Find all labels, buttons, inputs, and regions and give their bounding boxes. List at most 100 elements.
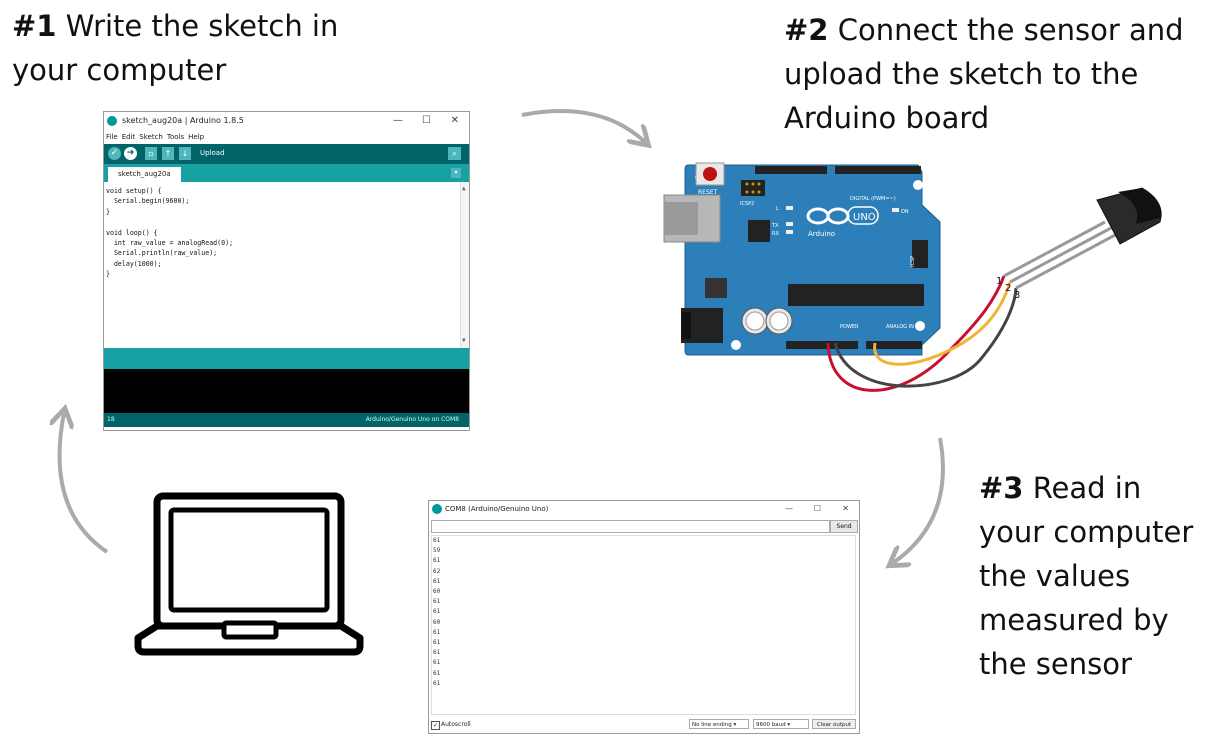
code-editor[interactable]: void setup() { Serial.begin(9600); } voi…	[104, 182, 469, 348]
serial-title-bar: COM8 (Arduino/Genuino Uno) — ☐ ✕	[429, 501, 859, 517]
clear-output-button[interactable]: Clear output	[812, 719, 856, 729]
arduino-logo-icon	[432, 504, 442, 514]
minimize-icon[interactable]: —	[785, 504, 793, 513]
arduino-ide-window: sketch_aug20a | Arduino 1.8.5 — ☐ ✕ File…	[103, 111, 470, 431]
serial-value: 61	[433, 659, 441, 667]
serial-value: 61	[433, 639, 441, 647]
power-label: POWER	[840, 324, 859, 330]
microcontroller-chip	[788, 284, 924, 306]
serial-value: 61	[433, 598, 441, 606]
scroll-down-icon[interactable]: ▼	[462, 336, 466, 344]
minimize-icon[interactable]: —	[393, 115, 403, 126]
serial-input[interactable]	[431, 520, 830, 533]
step-1-text: Write the sketch in your computer	[12, 9, 339, 87]
verify-icon[interactable]: ✓	[108, 147, 121, 160]
laptop-icon	[134, 492, 364, 656]
step-1-label: #1 Write the sketch in your computer	[12, 4, 372, 92]
on-label: ON	[901, 209, 909, 215]
close-icon[interactable]: ✕	[450, 115, 459, 126]
ide-console	[104, 369, 469, 413]
line-ending-select[interactable]: No line ending ▾	[689, 719, 749, 729]
code-line: Serial.println(raw_value);	[106, 249, 218, 258]
serial-monitor-window: COM8 (Arduino/Genuino Uno) — ☐ ✕ Send 61…	[428, 500, 860, 734]
menu-tools[interactable]: Tools	[166, 133, 185, 141]
baud-value: 9600 baud	[756, 722, 786, 728]
autoscroll-label: Autoscroll	[441, 721, 471, 728]
serial-value: 59	[433, 547, 441, 555]
step-2-label: #2 Connect the sensor and upload the ske…	[784, 8, 1194, 140]
icsp2-header	[741, 180, 765, 196]
arduino-logo-icon	[107, 116, 117, 126]
menu-sketch[interactable]: Sketch	[139, 133, 163, 141]
menu-file[interactable]: File	[106, 133, 118, 141]
arrow-laptop-to-ide	[60, 413, 109, 554]
line-number: 18	[107, 416, 115, 423]
sensor-pin-1: 1	[996, 276, 1002, 287]
arrow-board-to-serial	[893, 437, 945, 563]
serial-value: 60	[433, 618, 441, 626]
sensor-pin-3: 3	[1014, 290, 1020, 301]
arrow-ide-to-board	[521, 109, 645, 142]
upload-icon[interactable]: ➜	[124, 147, 137, 160]
wire-black	[833, 287, 1018, 388]
code-line: void setup() {	[106, 187, 162, 195]
editor-scrollbar[interactable]: ▲ ▼	[460, 182, 469, 348]
icsp2-label: ICSP2	[740, 201, 754, 207]
board-port-label: Arduino/Genuino Uno on COM8	[365, 416, 459, 423]
line-ending-value: No line ending	[692, 722, 732, 728]
autoscroll-checkbox[interactable]: ✓	[431, 721, 440, 730]
arduino-board	[684, 164, 941, 356]
tab-menu-icon[interactable]: ▾	[451, 168, 461, 178]
code-line: Serial.begin(9600);	[106, 197, 190, 206]
ide-title: sketch_aug20a | Arduino 1.8.5	[122, 116, 244, 125]
step-2-number: #2	[784, 13, 829, 47]
maximize-icon[interactable]: ☐	[422, 115, 431, 126]
regulator-chip	[705, 278, 727, 298]
ide-status-bar	[104, 348, 469, 369]
serial-output: 61 59 61 62 61 60 61 61 60 61 61 61 61 6…	[431, 535, 856, 715]
code-line	[106, 217, 467, 227]
serial-value: 61	[433, 628, 441, 636]
send-button[interactable]: Send	[830, 520, 858, 533]
menu-edit[interactable]: Edit	[121, 133, 136, 141]
brand-label: Arduino	[808, 230, 835, 238]
menu-help[interactable]: Help	[188, 133, 205, 141]
serial-value: 61	[433, 577, 441, 585]
arduino-board-illustration: RESET ICSP2 DIGITAL (PWM=~) L TX RX ON U…	[663, 162, 1162, 392]
scroll-up-icon[interactable]: ▲	[462, 185, 466, 192]
tab-sketch[interactable]: sketch_aug20a	[108, 167, 181, 182]
new-icon[interactable]: ▫	[145, 147, 157, 160]
baud-select[interactable]: 9600 baud ▾	[753, 719, 809, 729]
tx-label: TX	[771, 223, 779, 229]
code-line: }	[106, 270, 110, 279]
ide-tab-bar: sketch_aug20a ▾	[104, 164, 469, 182]
step-3-number: #3	[979, 471, 1024, 505]
wire-red	[826, 275, 1006, 392]
open-icon[interactable]: ↑	[162, 147, 174, 160]
serial-monitor-icon[interactable]: ⌕	[448, 147, 461, 160]
serial-value: 61	[433, 649, 441, 657]
code-line: void loop() {	[106, 228, 158, 237]
step-3-text: Read in your computer the values measure…	[979, 471, 1194, 681]
serial-title: COM8 (Arduino/Genuino Uno)	[445, 505, 549, 513]
maximize-icon[interactable]: ☐	[813, 504, 821, 513]
serial-value: 61	[433, 537, 441, 544]
serial-value: 62	[433, 567, 441, 575]
close-icon[interactable]: ✕	[842, 504, 849, 513]
serial-value: 60	[433, 588, 441, 596]
step-1-number: #1	[12, 9, 57, 43]
step-3-label: #3 Read in your computer the values meas…	[979, 466, 1209, 686]
digital-label: DIGITAL (PWM=~)	[850, 196, 896, 202]
save-icon[interactable]: ↓	[179, 147, 191, 160]
ide-footer: 18 Arduino/Genuino Uno on COM8	[104, 413, 469, 427]
icsp-header	[912, 240, 928, 268]
power-header	[786, 341, 858, 349]
icsp-label: ICSP	[910, 256, 916, 267]
ide-toolbar: ✓ ➜ ▫ ↑ ↓ Upload ⌕	[104, 144, 469, 164]
uno-label: UNO	[853, 212, 876, 223]
code-line: delay(1000);	[106, 259, 162, 268]
serial-value: 61	[433, 557, 441, 565]
serial-value: 61	[433, 608, 441, 616]
